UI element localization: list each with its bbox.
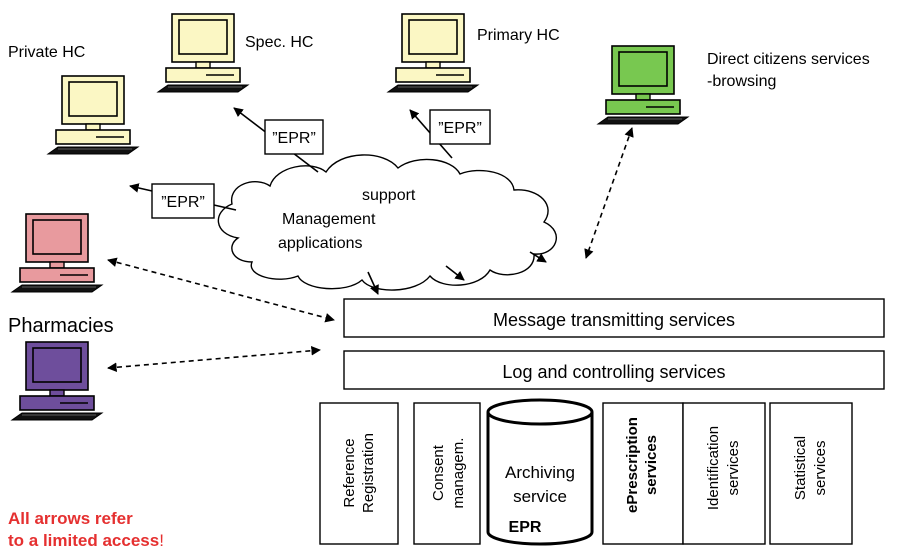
svg-text:Identification: Identification [705,426,722,510]
private-hc-computer-icon [47,75,139,155]
svg-text:ePrescription: ePrescription [624,417,641,513]
svg-text:managem.: managem. [450,438,467,509]
arrow-cloud-down-3 [529,251,547,263]
spec-hc-label: Spec. HC [245,34,313,51]
reference-registration-column: Reference Registration [319,402,399,545]
svg-text:service: service [513,487,567,506]
primary-hc-label: Primary HC [477,27,560,44]
spec-hc-computer-icon [157,13,249,93]
consent-management-column: Consent managem. [413,402,481,545]
statistical-services-column: Statistical services [769,402,853,545]
svg-text:Log and controlling services: Log and controlling services [502,362,725,382]
pharmacies-label: Pharmacies [8,315,114,337]
identification-services-column: Identification services [682,402,766,545]
svg-text:services: services [812,440,829,495]
message-transmitting-bar: Message transmitting services [343,298,885,338]
svg-text:Message transmitting services: Message transmitting services [493,310,735,330]
svg-text:Archiving: Archiving [505,463,575,482]
epr-tag-primary: ”EPR” [429,109,491,145]
arrow-cloud-down-2 [445,265,465,281]
svg-text:services: services [725,440,742,495]
pharmacy-computer-purple-icon [11,341,103,421]
svg-text:Statistical: Statistical [792,436,809,500]
archiving-service-cylinder: Archiving service EPR [486,398,594,546]
svg-text:Consent: Consent [430,444,447,501]
svg-text:Reference: Reference [341,438,358,507]
note-line-2: to a limited access! [8,531,164,549]
epr-tag-spec: ”EPR” [264,119,324,155]
direct-citizens-sublabel: -browsing [707,73,776,90]
direct-citizens-computer-icon [597,45,689,125]
epr-tag-private: ”EPR” [151,183,215,219]
dashed-arrow-pharmacy-purple [107,345,321,373]
private-hc-label: Private HC [8,44,85,61]
note-line-1: All arrows refer [8,509,133,528]
dashed-arrow-pharmacy-pink [107,257,335,323]
svg-text:Registration: Registration [360,433,377,513]
direct-citizens-label: Direct citizens services [707,51,870,68]
cloud-management-text: Management [282,211,376,228]
dashed-arrow-citizens [584,127,634,259]
svg-text:”EPR”: ”EPR” [438,120,482,137]
cloud-support-text: support [362,187,416,204]
cloud-applications-text: applications [278,235,363,252]
pharmacy-computer-pink-icon [11,213,103,293]
primary-hc-computer-icon [387,13,479,93]
management-cloud [217,154,557,291]
svg-text:”EPR”: ”EPR” [272,130,316,147]
svg-text:EPR: EPR [509,519,542,536]
svg-text:”EPR”: ”EPR” [161,194,205,211]
eprescription-services-column: ePrescription services [602,402,684,545]
arrow-cloud-down-1 [367,271,379,295]
svg-text:services: services [643,435,660,495]
log-controlling-bar: Log and controlling services [343,350,885,390]
